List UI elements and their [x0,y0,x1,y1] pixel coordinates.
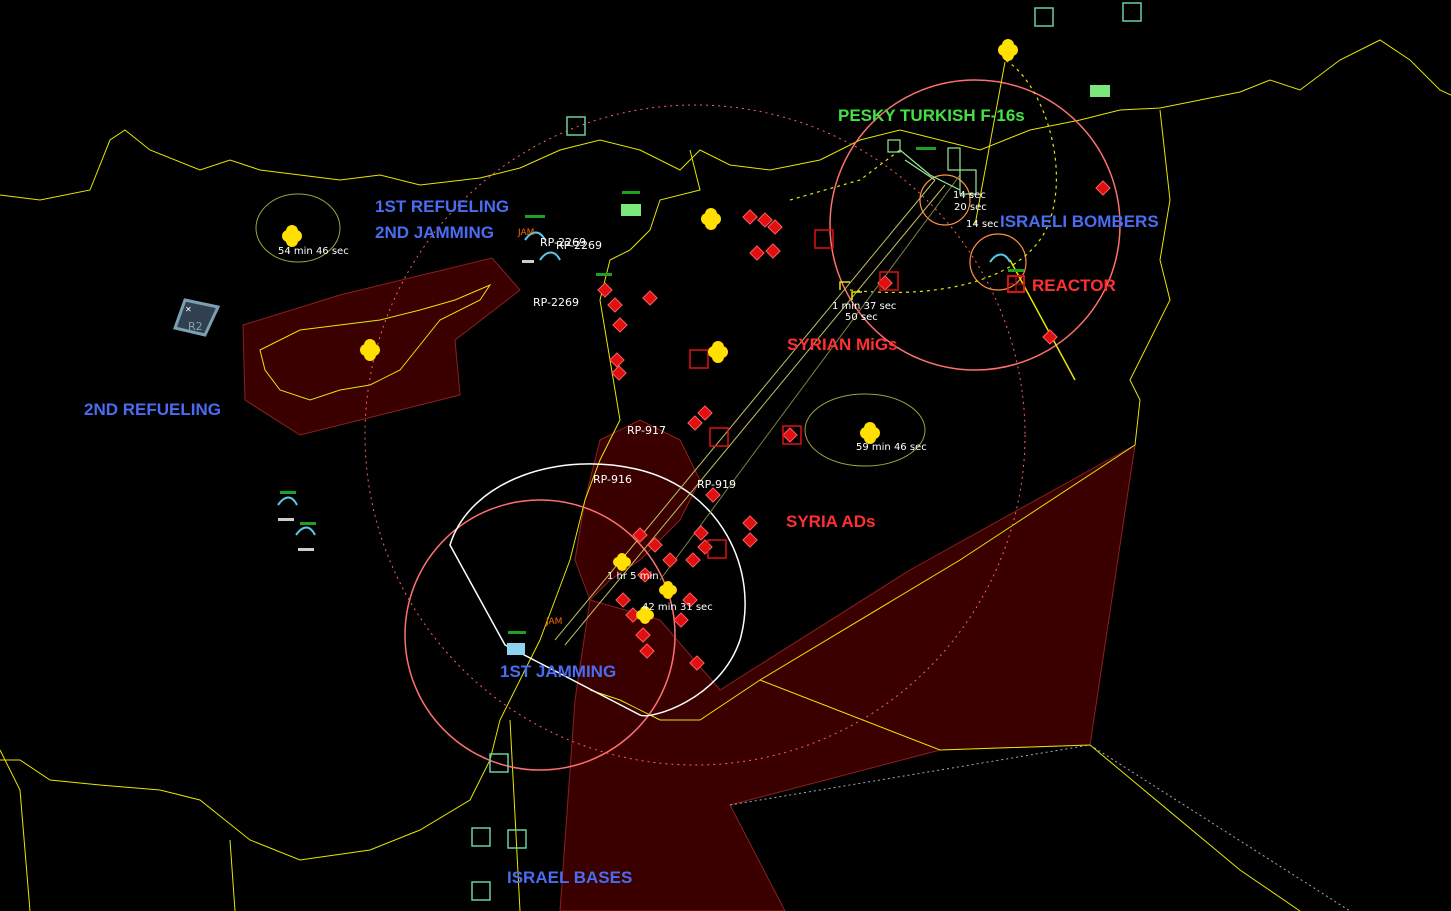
green-unit-1 [621,204,641,216]
syria-border [589,109,1171,721]
label-reactor: REACTOR [1032,276,1116,295]
strike-path-c [659,174,961,581]
time-readout: 54 min 46 sec [278,246,349,257]
ref-point[interactable]: RP-2269 [556,239,602,252]
sinai-border [0,719,521,911]
time-readout: 42 min 31 sec [642,602,713,613]
green-unit-2 [1090,85,1110,97]
ref-point[interactable]: RP-919 [697,478,736,491]
time-readout: 59 min 46 sec [856,442,927,453]
strike-range-ring [364,104,1026,766]
label-israeli-bombers: ISRAELI BOMBERS [1000,212,1159,231]
refuel-orbit-2 [804,393,926,467]
label-1st-jamming: 1ST JAMMING [500,662,617,681]
label-israel-bases: ISRAEL BASES [507,868,633,887]
label-2nd-jamming: 2ND JAMMING [375,223,495,242]
jamming-orbit [449,463,746,717]
northern-path [974,61,1006,226]
cyprus-zone [242,257,521,436]
reactor-icon [1007,275,1025,293]
time-readout: 1 min 37 sec [832,301,897,312]
time-readout: 14 sec [953,190,986,201]
syrian-air-defenses [597,180,1111,671]
label-syrian-migs: SYRIAN MiGs [787,335,898,354]
refuel-point-r2[interactable]: ✕ [173,298,221,337]
jammer-unit[interactable] [507,643,525,655]
ref-point[interactable]: RP-2269 [540,236,586,249]
label-syria-ads: SYRIA ADs [786,512,876,531]
egress-path [1009,259,1076,381]
refuel-orbit-1 [255,193,341,263]
tanker-aircraft [277,231,1011,536]
jordan-border [759,679,1301,911]
hostile-fighter [839,281,862,300]
ref-point[interactable]: RP-917 [627,424,666,437]
reactor-range-ring [829,79,1121,371]
label-1st-refueling: 1ST REFUELING [375,197,510,216]
aircraft-status-bars [278,147,1024,634]
friendly-grid-bases [471,2,1142,901]
neutral-airbases [282,39,1018,624]
ref-point[interactable]: RP-916 [593,473,632,486]
hostile-sites [689,229,899,559]
turkish-patrol [789,59,1058,293]
refuel-point-label: R2 [188,320,203,333]
time-readout: 14 sec [966,219,999,230]
jammer-tag: JAM [546,617,563,627]
svg-text:✕: ✕ [185,305,192,314]
time-readout: 1 hr 5 min [607,571,659,582]
label-pesky-turkish: PESKY TURKISH F-16s [838,106,1025,125]
ref-point[interactable]: RP-2269 [533,296,579,309]
label-2nd-refueling: 2ND REFUELING [84,400,221,419]
time-readout: 20 sec [954,202,987,213]
strike-path-b [564,184,946,646]
turkish-f16-group [887,139,977,195]
reactor-ring-inner [969,233,1027,291]
time-readout: 50 sec [845,312,878,323]
levant-coastline [0,149,701,861]
jamming-range-ring [404,499,676,771]
saudi-border [729,744,1351,911]
bomber-ring [919,174,971,226]
turkey-coastline [0,39,1451,201]
jammer-tag: JAM [518,228,535,238]
cyprus-coastline [259,283,492,401]
